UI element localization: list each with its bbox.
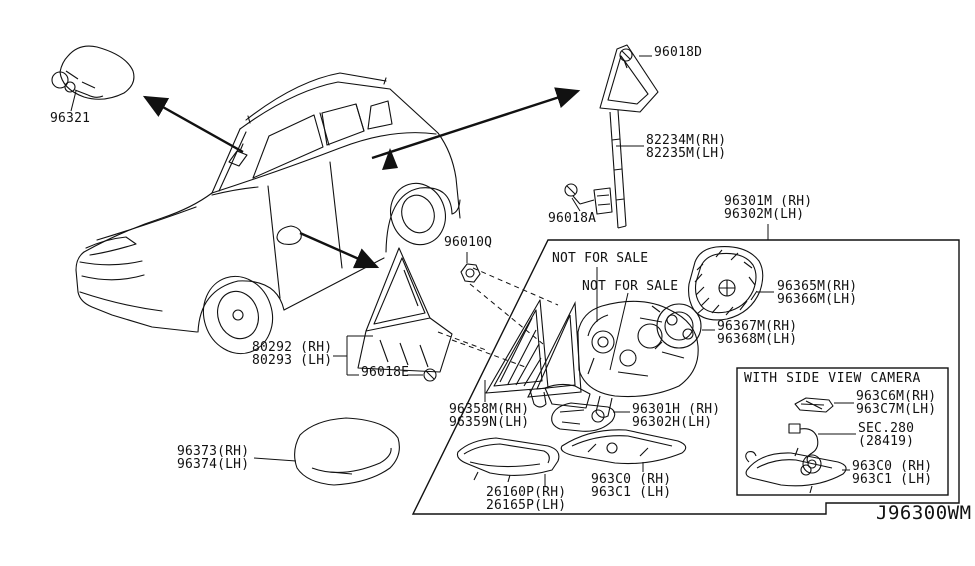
label-not-for-sale-2: NOT FOR SALE [582, 279, 679, 294]
label-96010Q: 96010Q [444, 235, 493, 250]
door-sash-molding-part [593, 44, 659, 229]
label-963C6M-963C7M: 963C6M(RH)963C7M(LH) [856, 389, 937, 417]
screw-96018D-icon [619, 48, 633, 69]
mirror-cap-part [294, 417, 400, 486]
side-view-camera-box [736, 367, 949, 496]
mirror-actuator-part [651, 303, 705, 350]
interior-mirror-part [51, 45, 135, 100]
car-door-mirror-glyph [276, 225, 302, 245]
projection-lines [437, 267, 559, 369]
mirror-glass-part [688, 246, 764, 321]
arrow-to-interior-mirror [142, 95, 244, 154]
grommet-96018E-icon [423, 368, 437, 382]
label-26160P-26165P: 26160P(RH)26165P(LH) [486, 485, 567, 513]
front-wheel [202, 275, 274, 355]
screw-96018A-icon [564, 183, 595, 205]
label-not-for-sale-1: NOT FOR SALE [552, 251, 649, 266]
leader-lines [70, 55, 856, 486]
camera-box-title: WITH SIDE VIEW CAMERA [744, 371, 921, 386]
label-96301M-96302M: 96301M (RH)96302M(LH) [724, 194, 813, 222]
nut-96010Q-icon [460, 263, 481, 283]
label-96018E: 96018E [361, 365, 410, 380]
label-sec280-28419: SEC.280(28419) [858, 421, 915, 449]
label-96018D: 96018D [654, 45, 703, 60]
label-96358M-96359N: 96358M(RH)96359N(LH) [449, 402, 530, 430]
label-96301H-96302H: 96301H (RH)96302H(LH) [632, 402, 721, 430]
arrows [142, 87, 581, 269]
label-96365M-96366M: 96365M(RH)96366M(LH) [777, 279, 858, 307]
label-80292-80293: 80292 (RH)80293 (LH) [252, 340, 333, 368]
mirror-base-cover-part [551, 402, 616, 432]
arrow-to-sash-molding [371, 87, 581, 160]
diagram-code: J96300WM [876, 502, 972, 524]
label-96367M-96368M: 96367M(RH)96368M(LH) [717, 319, 798, 347]
mirror-assembly-part [544, 300, 699, 418]
camera-lower-cover-part [745, 447, 847, 494]
label-82234M-82235M: 82234M(RH)82235M(LH) [646, 133, 727, 161]
label-963C0-963C1: 963C0 (RH)963C1 (LH) [591, 472, 672, 500]
sail-mount-highlight [382, 148, 398, 170]
turn-signal-lamp-part [456, 437, 560, 483]
label-96321: 96321 [50, 111, 91, 126]
label-96018A: 96018A [548, 211, 597, 226]
label-963C0-963C1-cam: 963C0 (RH)963C1 (LH) [852, 459, 933, 487]
rear-wheel [390, 182, 446, 246]
camera-bracket-part [794, 397, 834, 413]
door-corner-panel-part [357, 247, 453, 373]
car-illustration [75, 72, 461, 355]
label-96373-96374: 96373(RH)96374(LH) [177, 444, 250, 472]
side-view-camera-part [788, 423, 822, 474]
assembly-group-box [411, 239, 960, 515]
mirror-lower-cover-part [560, 429, 687, 465]
arrow-to-door-corner [299, 231, 380, 269]
corner-cover-part [485, 299, 549, 408]
